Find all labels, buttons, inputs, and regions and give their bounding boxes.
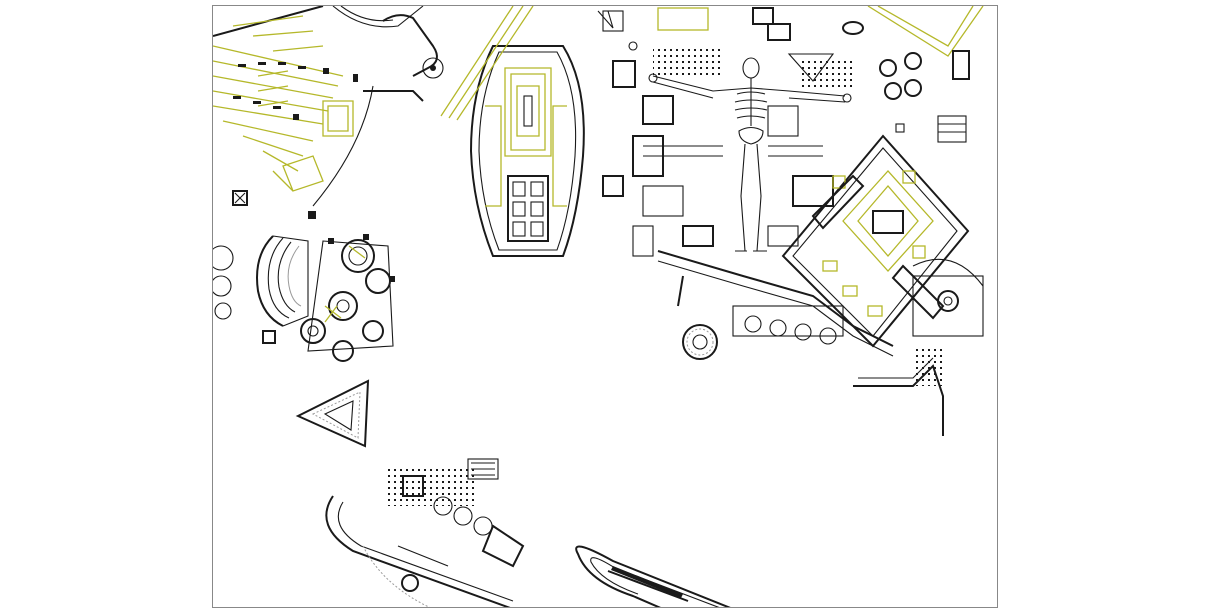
architectural-plan-collage <box>213 6 984 607</box>
stadium-plan <box>325 458 525 607</box>
grid-city-blocks <box>597 7 894 357</box>
circus-plan <box>575 545 731 607</box>
drawing-frame <box>212 5 998 608</box>
amphitheater-fragment <box>213 235 309 344</box>
baths-complex-plan <box>440 6 585 257</box>
round-tholos <box>682 324 718 360</box>
circular-temple-cluster <box>300 234 395 362</box>
triangular-monument <box>295 379 370 448</box>
square-palace-complex <box>781 134 984 436</box>
skeleton-figure <box>648 57 852 252</box>
fan-shaped-garden-plan <box>213 6 444 219</box>
top-right-monuments <box>842 6 984 143</box>
